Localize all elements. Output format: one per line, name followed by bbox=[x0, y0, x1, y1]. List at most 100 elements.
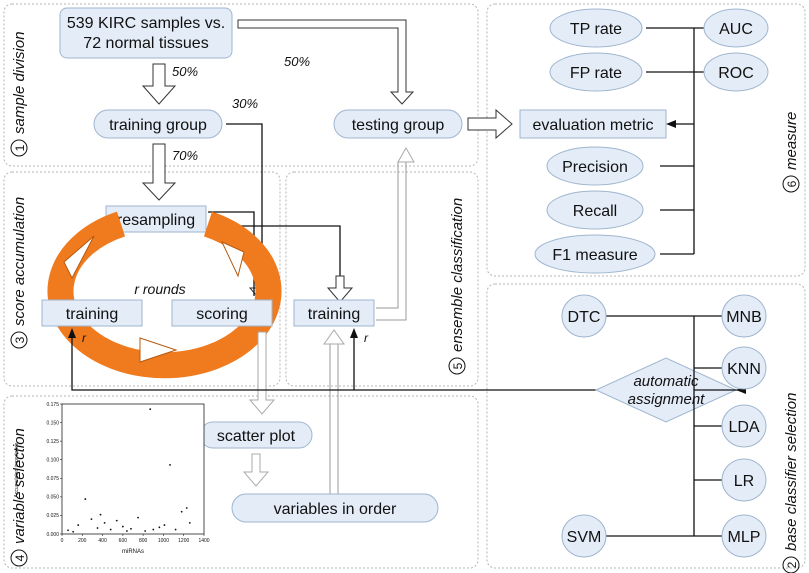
scatter-point-16 bbox=[180, 510, 183, 513]
panel-base-classifier-selection bbox=[486, 283, 806, 569]
line-assignment-to-training bbox=[71, 332, 596, 391]
number-5: 5 bbox=[451, 362, 465, 369]
r-left: r bbox=[82, 331, 87, 345]
scatter-point-22 bbox=[126, 530, 128, 532]
scatter-point-23 bbox=[152, 528, 155, 531]
classifier-lr: LR bbox=[721, 458, 767, 502]
scatter-point-7 bbox=[109, 528, 112, 531]
classifier-mlp: MLP bbox=[721, 514, 767, 558]
scatter-ytick-label-2: 0.050 bbox=[46, 495, 59, 501]
number-3: 3 bbox=[13, 336, 27, 343]
arrow-into-training-mid bbox=[323, 329, 345, 345]
arrow-sample-to-testing bbox=[237, 19, 415, 105]
cycle-arrowhead-right bbox=[220, 240, 245, 278]
scatter-xtick-label-2: 400 bbox=[98, 538, 107, 544]
variables-in-order-label: variables in order bbox=[274, 501, 397, 518]
arrowhead-training-mid bbox=[350, 328, 358, 338]
scatter-point-12 bbox=[144, 530, 147, 532]
scatter-point-17 bbox=[185, 507, 188, 509]
scatter-ytick-label-6: 0.150 bbox=[46, 420, 59, 426]
r-mid: r bbox=[364, 331, 369, 345]
scatter-points bbox=[67, 408, 191, 533]
scatter-chart: 0.0000.0250.0500.0750.1000.1250.1500.175… bbox=[14, 402, 210, 555]
resampling-label: resampling bbox=[117, 212, 195, 229]
scatter-ytick-label-5: 0.125 bbox=[46, 439, 59, 445]
scatter-point-9 bbox=[121, 525, 124, 528]
scatter-point-3 bbox=[77, 524, 80, 526]
scatter-xtick-label-1: 200 bbox=[78, 538, 87, 544]
scatter-ylabel: Accumulated importance bbox=[14, 442, 20, 497]
arrow-into-ensemble-training bbox=[326, 275, 354, 303]
scatter-point-21 bbox=[99, 513, 102, 516]
training-mid-label: training bbox=[308, 306, 360, 323]
training-left-box bbox=[41, 299, 143, 327]
arrow-scatter-to-variables bbox=[242, 453, 270, 487]
scatter-point-6 bbox=[103, 521, 106, 524]
auc-label: AUC bbox=[719, 21, 753, 38]
lr-label: LR bbox=[734, 473, 754, 490]
base-classifier-selection-title: base classifier selection bbox=[783, 393, 800, 551]
line-30-percent bbox=[226, 123, 263, 296]
scatter-xtick-label-6: 1200 bbox=[178, 538, 189, 544]
arrow-into-testing bbox=[397, 146, 415, 163]
scatter-point-15 bbox=[174, 528, 177, 531]
number-2: 2 bbox=[785, 561, 799, 568]
training-left-label: training bbox=[66, 306, 118, 323]
testing-group-label: testing group bbox=[352, 117, 445, 134]
classifier-mnb: MNB bbox=[721, 294, 767, 338]
resampling-box bbox=[105, 205, 207, 233]
classifier-dtc: DTC bbox=[561, 294, 607, 338]
panel-ensemble-classification bbox=[285, 171, 479, 387]
classifier-svm: SVM bbox=[561, 514, 607, 558]
arrow-scoring-to-scatter bbox=[248, 331, 276, 415]
scatter-point-8 bbox=[115, 519, 118, 522]
automatic-line-2: assignment bbox=[628, 391, 706, 408]
scatter-plot-label: scatter plot bbox=[217, 428, 296, 445]
mlp-label: MLP bbox=[728, 529, 761, 546]
evaluation-metric-label: evaluation metric bbox=[533, 117, 654, 134]
variables-in-order-box bbox=[231, 493, 439, 523]
metric-auc: AUC bbox=[703, 8, 769, 48]
training-group-box bbox=[93, 109, 223, 139]
scatter-point-20 bbox=[72, 530, 75, 533]
sample-box bbox=[59, 7, 233, 59]
label-variable-selection: 4 variable selection bbox=[10, 428, 28, 567]
cycle-arc bbox=[47, 211, 282, 379]
pct-70: 70% bbox=[172, 148, 198, 163]
scatter-point-13 bbox=[158, 526, 161, 529]
label-sample-division: 1 sample division bbox=[10, 31, 28, 157]
classifier-knn: KNN bbox=[721, 346, 767, 390]
arrow-testing-to-evaluation bbox=[467, 108, 513, 140]
dtc-label: DTC bbox=[568, 309, 601, 326]
scatter-point-2 bbox=[84, 498, 87, 500]
arrow-training-to-resampling bbox=[141, 143, 177, 201]
scatter-xlabel: miRNAs bbox=[122, 549, 144, 555]
scatter-point-19 bbox=[67, 529, 69, 532]
metric-roc: ROC bbox=[703, 52, 769, 92]
line-classifier-tree bbox=[606, 315, 724, 537]
panel-measure bbox=[486, 3, 806, 277]
scatter-xtick-label-7: 1400 bbox=[198, 538, 209, 544]
arrow-sample-to-training bbox=[141, 63, 177, 105]
scatter-point-1 bbox=[169, 464, 171, 466]
label-score-accumulation: 3 score accumulation bbox=[10, 197, 28, 349]
pct-30: 30% bbox=[232, 96, 258, 111]
training-group-label: training group bbox=[109, 117, 207, 134]
testing-group-box bbox=[333, 109, 463, 139]
svm-label: SVM bbox=[567, 529, 602, 546]
panel-variable-selection bbox=[3, 395, 479, 569]
f1-label: F1 measure bbox=[552, 247, 637, 264]
panel-sample-division bbox=[3, 3, 479, 167]
sample-line-1: 539 KIRC samples vs. bbox=[67, 15, 225, 32]
scatter-ytick-label-0: 0.000 bbox=[46, 532, 59, 538]
cycle-ring bbox=[47, 211, 282, 379]
number-1: 1 bbox=[13, 144, 27, 151]
scatter-point-10 bbox=[130, 527, 132, 530]
metric-recall: Recall bbox=[546, 190, 644, 230]
knn-label: KNN bbox=[727, 361, 761, 378]
training-mid-box bbox=[293, 299, 375, 327]
roc-label: ROC bbox=[718, 65, 754, 82]
